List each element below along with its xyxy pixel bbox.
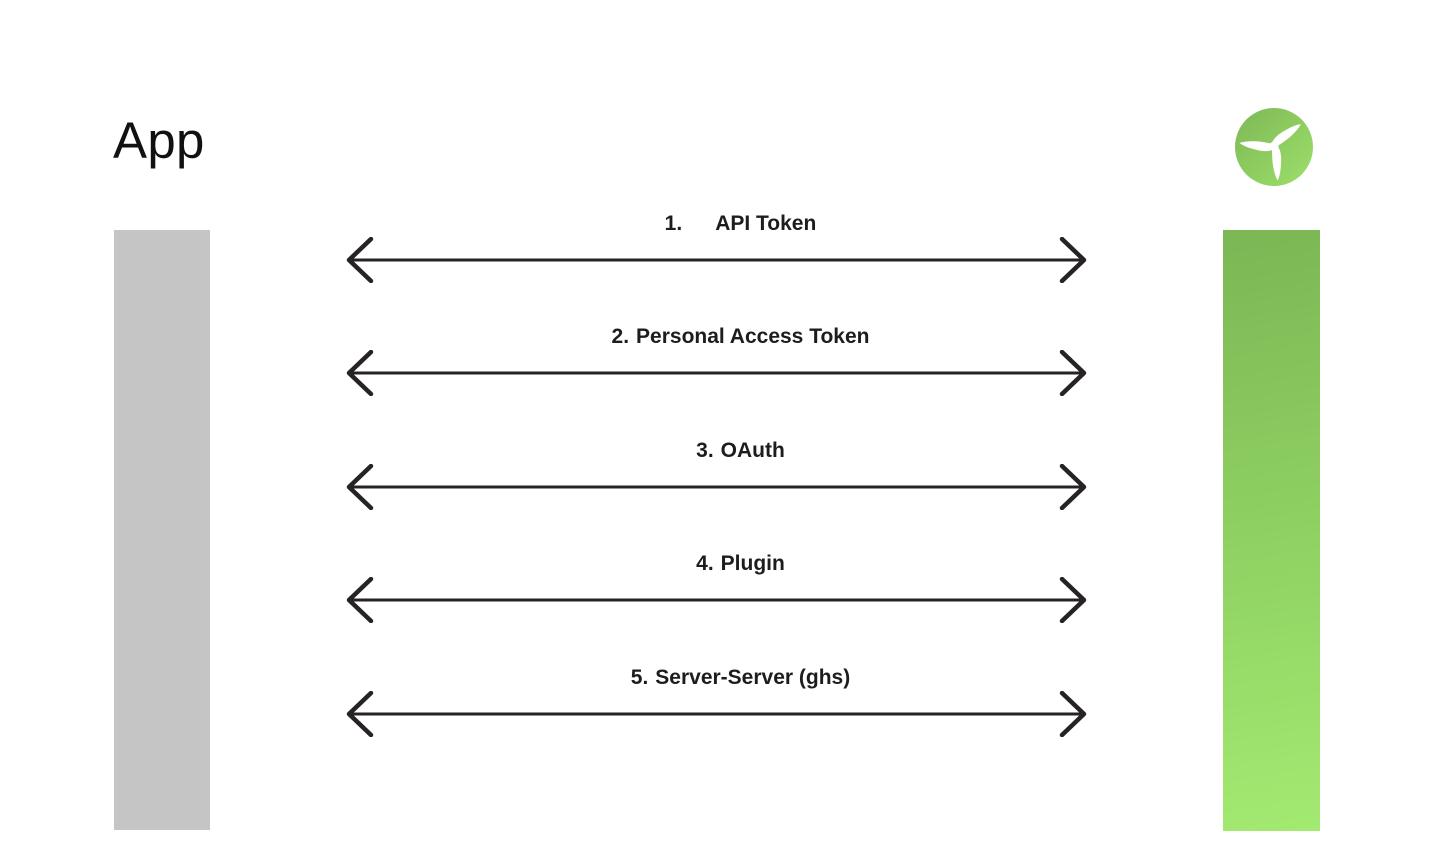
left-actor-title: App <box>113 112 205 169</box>
bidirectional-arrow <box>346 350 1087 396</box>
connection-label: 4. Plugin <box>368 552 1113 576</box>
bidirectional-arrow <box>346 237 1087 283</box>
connection-label: 3. OAuth <box>368 439 1113 463</box>
connection-number: 2. <box>611 325 630 348</box>
connection-number: 4. <box>696 552 714 575</box>
connection-name: OAuth <box>720 439 785 462</box>
connection-name: Personal Access Token <box>636 325 870 348</box>
propeller-icon <box>1235 108 1313 186</box>
connection-row: 2. Personal Access Token <box>344 325 1089 396</box>
arrow-left-head <box>346 237 374 283</box>
connection-name: API Token <box>715 212 817 235</box>
arrow-left-head <box>346 464 374 510</box>
bidirectional-arrow <box>346 577 1087 623</box>
connection-number: 5. <box>630 666 649 689</box>
connection-label: 5. Server-Server (ghs) <box>368 666 1113 690</box>
connection-row: 3. OAuth <box>344 439 1089 510</box>
left-actor-lifeline-bar <box>114 230 210 830</box>
arrow-right-head <box>1059 237 1087 283</box>
arrow-left-head <box>346 691 374 737</box>
arrow-left-head <box>346 350 374 396</box>
propeller-logo <box>1235 108 1313 186</box>
right-actor-lifeline-bar <box>1223 230 1320 831</box>
connection-number: 1. <box>664 212 683 235</box>
arrow-right-head <box>1059 577 1087 623</box>
connection-row: 1. API Token <box>344 212 1089 283</box>
bidirectional-arrow <box>346 464 1087 510</box>
arrow-left-head <box>346 577 374 623</box>
connection-number: 3. <box>696 439 714 462</box>
arrow-right-head <box>1059 464 1087 510</box>
connection-name: Plugin <box>720 552 785 575</box>
arrow-right-head <box>1059 691 1087 737</box>
bidirectional-arrow <box>346 691 1087 737</box>
connection-row: 5. Server-Server (ghs) <box>344 666 1089 737</box>
connection-name: Server-Server (ghs) <box>655 666 851 689</box>
connection-label: 1. API Token <box>368 212 1113 236</box>
arrow-right-head <box>1059 350 1087 396</box>
connection-row: 4. Plugin <box>344 552 1089 623</box>
connection-label: 2. Personal Access Token <box>368 325 1113 349</box>
